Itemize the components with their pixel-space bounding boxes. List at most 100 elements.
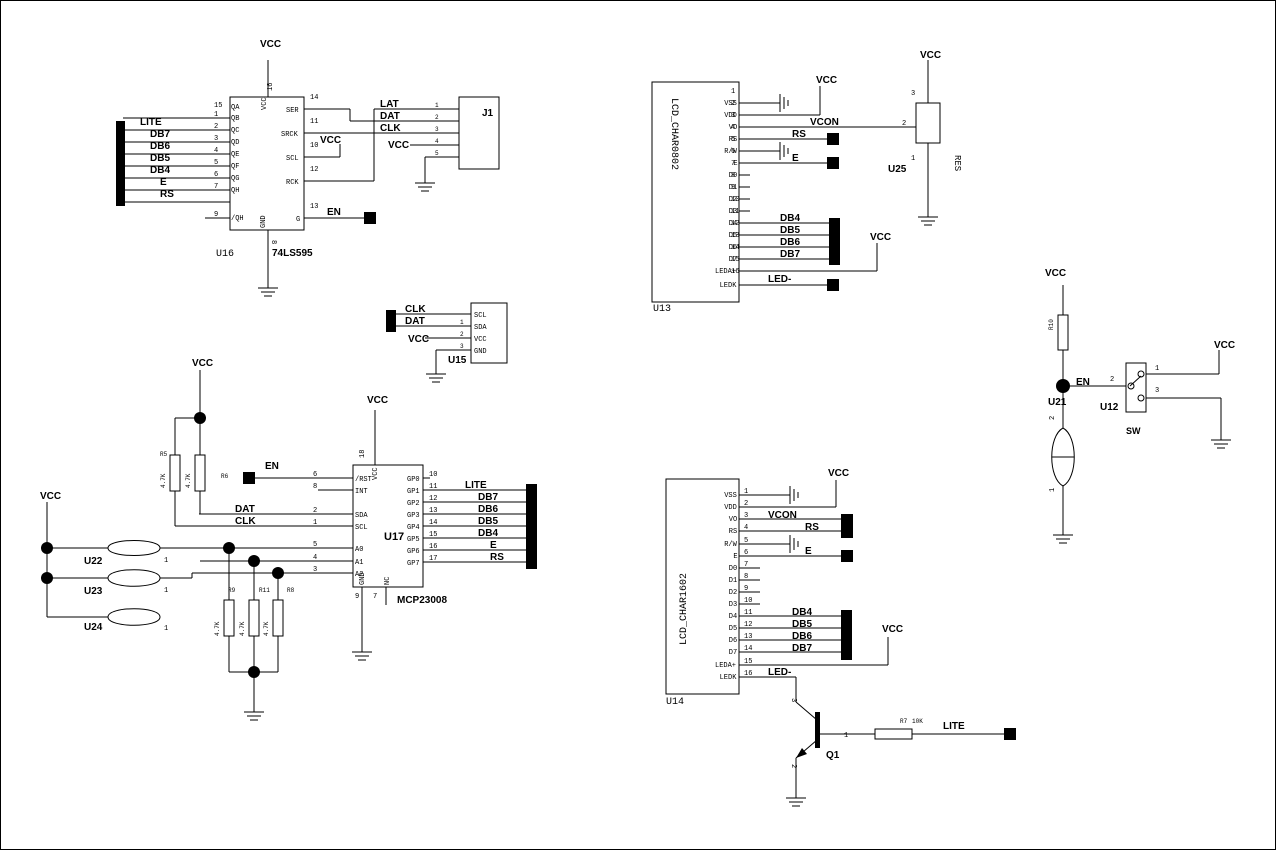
u16-pin-name: SRCK — [281, 131, 299, 139]
junction-dot — [248, 666, 260, 678]
u17-pin-num: 2 — [313, 507, 317, 515]
u17-pin-num: 15 — [429, 531, 437, 539]
u16-pin-num: 9 — [214, 211, 218, 219]
u16-bus-connector — [116, 121, 125, 206]
u13-pin-name: D6 — [729, 244, 737, 252]
r11-ref: R11 — [259, 587, 270, 594]
u14-pin-num: 2 — [744, 500, 748, 508]
u25-ref: U25 — [888, 164, 907, 175]
u12-vcc: VCC — [1214, 340, 1235, 351]
u14-pin-name: D3 — [729, 601, 737, 609]
u14-pin-num: 10 — [744, 597, 752, 605]
u14-net-e: E — [805, 546, 812, 557]
j1-vcc: VCC — [388, 140, 409, 151]
junction-dot — [1056, 379, 1070, 393]
u14-pin-num: 8 — [744, 573, 748, 581]
u13-pin-num: 1 — [731, 88, 735, 96]
u16-pin-num: 5 — [214, 159, 218, 167]
u13-pin-name: D4 — [729, 220, 737, 228]
q1-emitter-arrow — [796, 748, 807, 758]
u14-net-led: LED- — [768, 667, 791, 678]
u13-pin-name: RS — [729, 136, 737, 144]
u16-pin-name: QG — [231, 175, 239, 183]
u16-pin-num: 14 — [310, 94, 318, 102]
u13-pin-num: 7 — [731, 160, 735, 168]
u15-pin-name: SCL — [474, 312, 487, 320]
u16-pin-num: 15 — [214, 102, 222, 110]
u13-rs-port — [827, 133, 839, 145]
u22-jumper — [107, 540, 161, 556]
u15-bus-connector — [386, 310, 396, 332]
u17-part: MCP23008 — [397, 595, 447, 606]
u16-pin-num: 6 — [214, 171, 218, 179]
u17-pin-num: 3 — [313, 566, 317, 574]
u21-u12-switch — [1051, 285, 1231, 544]
q1-base-bar — [815, 712, 820, 748]
junction-dot — [223, 542, 235, 554]
u14-pin-name: D7 — [729, 649, 737, 657]
u13-pin-num: 13 — [731, 232, 739, 240]
u15-pin-num: 2 — [460, 331, 464, 338]
u22-ref: U22 — [84, 556, 103, 567]
u17-pin-name: GP7 — [407, 560, 420, 568]
q1-pin-3: 3 — [789, 698, 797, 702]
u14-pin-name: D6 — [729, 637, 737, 645]
u17-pin-name: GP5 — [407, 536, 420, 544]
u17-pin-num: 16 — [429, 543, 437, 551]
u16-pin-name: SER — [286, 107, 299, 115]
u14-pin-num: 14 — [744, 645, 752, 653]
u17-net-e: E — [490, 540, 497, 551]
u17-net-db6: DB6 — [478, 504, 498, 515]
u16-net-db7: DB7 — [150, 129, 170, 140]
u14-pin-name: D2 — [729, 589, 737, 597]
u15-body — [470, 302, 508, 364]
u14-pin-name: R/W — [724, 541, 737, 549]
u17-pin-num: 17 — [429, 555, 437, 563]
u16-net-lite: LITE — [140, 117, 162, 128]
u13-part: LCD_CHAR0802 — [668, 98, 679, 170]
u13-body — [651, 81, 740, 303]
u15-ref: U15 — [448, 355, 467, 366]
u17-net-en: EN — [265, 461, 279, 472]
u14-pin-name: D1 — [729, 577, 737, 585]
u17-pin-7: 7 — [373, 593, 377, 601]
u13-pin-num: 8 — [731, 172, 735, 180]
u13-net-db7: DB7 — [780, 249, 800, 260]
u13-ref: U13 — [653, 304, 671, 315]
u17-pin-name: INT — [355, 488, 368, 496]
u12-pin-1: 1 — [1155, 365, 1159, 373]
u15-pin-num: 3 — [460, 343, 464, 350]
u14-bus-connector — [841, 610, 852, 660]
u16-pin-num: 7 — [214, 183, 218, 191]
u12-body — [1125, 362, 1147, 413]
u25-pin-2: 2 — [902, 120, 906, 128]
u16-net-clk: CLK — [380, 123, 401, 134]
u13-pin-num: 2 — [731, 100, 735, 108]
j1-pin-num: 4 — [435, 138, 439, 145]
u14-pin-num: 11 — [744, 609, 752, 617]
q1-lite-port — [1004, 728, 1016, 740]
u14-e-port — [841, 550, 853, 562]
u25-pin-1: 1 — [911, 155, 915, 163]
u17-pin-num: 5 — [313, 541, 317, 549]
u14-pin-num: 12 — [744, 621, 752, 629]
u14-pin-num: 16 — [744, 670, 752, 678]
u13-bus-connector — [829, 218, 840, 265]
u16-ref: U16 — [216, 249, 234, 260]
r7-value: 10K — [912, 718, 923, 725]
u13-pin-name: VSS — [724, 100, 737, 108]
u14-lcd — [665, 478, 1004, 807]
u13-pin-name: D7 — [729, 256, 737, 264]
u16-pin-num: 13 — [310, 203, 318, 211]
u13-net-rs: RS — [792, 129, 806, 140]
u13-pin-num: 11 — [731, 208, 739, 216]
u17-pin-name: SCL — [355, 524, 368, 532]
u14-pin-num: 15 — [744, 658, 752, 666]
u17-pin-9: 9 — [355, 593, 359, 601]
u23-ref: U23 — [84, 586, 103, 597]
u12-ref: U12 — [1100, 402, 1119, 413]
u22-pin: 1 — [164, 557, 168, 565]
q1-ref: Q1 — [826, 750, 840, 761]
